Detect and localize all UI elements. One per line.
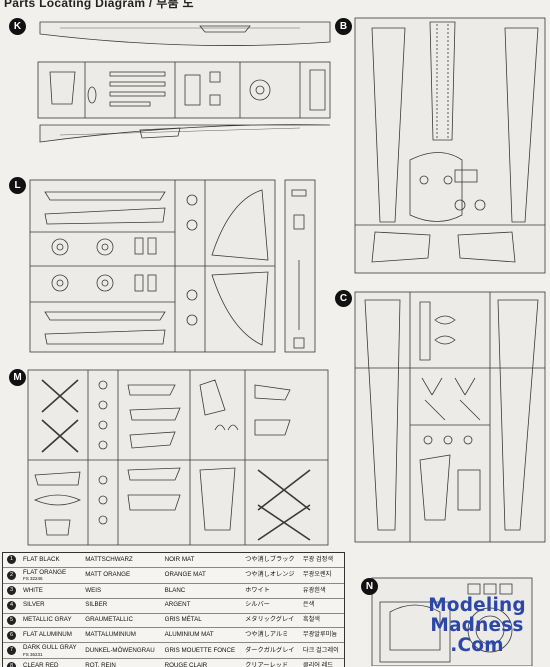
- paint-name-japanese: ホワイト: [243, 583, 301, 599]
- page-title: Parts Locating Diagram / 부품 도: [4, 0, 194, 10]
- sprue-label-b: B: [335, 18, 352, 35]
- paint-name-english: WHITE: [23, 586, 43, 594]
- paint-name-japanese: つや消しブラック: [243, 553, 301, 568]
- paint-name-german: MATTALUMINIUM: [83, 627, 163, 644]
- paint-name-japanese: ダークガルグレイ: [243, 642, 301, 660]
- paint-name-english: FLAT BLACK: [23, 555, 60, 563]
- paint-name-korean: 흑철색: [300, 613, 344, 629]
- sprue-n-frame: [371, 577, 533, 666]
- paint-fs-code: FS 36231: [23, 651, 43, 657]
- paint-name-german: MATTSCHWARZ: [83, 553, 163, 568]
- watermark-line-1: Modeling: [428, 595, 526, 616]
- paint-name-korean: 은색: [300, 598, 344, 614]
- watermark-line-2: Madness: [430, 615, 524, 636]
- sprue-l-frame: [29, 179, 316, 353]
- paint-number-badge: 2: [7, 570, 16, 580]
- paint-number-badge: 7: [7, 646, 16, 656]
- paint-name-japanese: メタリックグレイ: [243, 613, 301, 629]
- sprue-m-frame: [27, 369, 329, 546]
- paint-name-german: DUNKEL-MÖWENGRAU: [83, 642, 163, 660]
- paint-name-korean: 무광알루미늄: [300, 627, 344, 644]
- paint-name-english: METALLIC GRAY: [23, 616, 72, 624]
- paint-name-japanese: シルバー: [243, 598, 301, 614]
- paint-name-japanese: つや消しアルミ: [243, 627, 301, 644]
- paint-number-badge: 4: [7, 601, 16, 611]
- paint-name-german: MATT ORANGE: [83, 567, 163, 585]
- watermark-line-3: .Com: [450, 635, 504, 656]
- paint-name-german: ROT, REIN: [83, 658, 163, 667]
- paint-name-english: SILVER: [23, 601, 45, 609]
- paint-name-korean: 유광흰색: [300, 583, 344, 599]
- paint-name-korean: 클리어 레드: [300, 658, 344, 667]
- sprue-label-m: M: [9, 369, 26, 386]
- paint-name-french: ALUMINIUM MAT: [162, 627, 244, 644]
- paint-number-badge: 6: [7, 630, 16, 640]
- paint-name-german: WEIS: [83, 583, 163, 599]
- paint-name-french: ARGENT: [162, 598, 244, 614]
- paint-name-english: DARK GULL GRAY: [23, 644, 77, 652]
- sprue-label-c: C: [335, 290, 352, 307]
- paint-name-french: GRIS MOUETTE FONCE: [162, 642, 244, 660]
- sprue-b-frame: [354, 17, 546, 274]
- paint-name-japanese: クリアーレッド: [243, 658, 301, 667]
- paint-name-japanese: つや消しオレンジ: [243, 567, 301, 585]
- paint-name-english: CLEAR RED: [23, 662, 59, 667]
- paint-name-korean: 다크 걸그레이: [300, 642, 344, 660]
- paint-name-english: FLAT ORANGE: [23, 568, 67, 576]
- paint-number-badge: 1: [7, 555, 16, 565]
- paint-name-french: NOIR MAT: [162, 553, 244, 568]
- paint-name-korean: 무광 검정색: [300, 553, 344, 568]
- sprue-label-k: K: [9, 18, 26, 35]
- paint-name-french: GRIS MÉTAL: [162, 613, 244, 629]
- paint-name-french: ORANGE MAT: [162, 567, 244, 585]
- paint-name-english: FLAT ALUMINUM: [23, 631, 72, 639]
- sprue-label-l: L: [9, 177, 26, 194]
- paint-name-french: BLANC: [162, 583, 244, 599]
- sprue-label-n: N: [361, 578, 378, 595]
- paint-number-badge: 8: [7, 661, 16, 667]
- paint-fs-code: FS 32246: [23, 576, 43, 582]
- sprue-k-frame: [37, 21, 331, 143]
- paint-number-badge: 5: [7, 616, 16, 626]
- sprue-c-frame: [354, 291, 546, 543]
- paint-name-german: SILBER: [83, 598, 163, 614]
- paint-name-french: ROUGE CLAIR: [162, 658, 244, 667]
- paint-number-badge: 3: [7, 586, 16, 596]
- modelingmadness-watermark: Modeling Madness .Com: [404, 596, 550, 656]
- paint-name-korean: 무광오렌지: [300, 567, 344, 585]
- paint-name-german: GRAUMETALLIC: [83, 613, 163, 629]
